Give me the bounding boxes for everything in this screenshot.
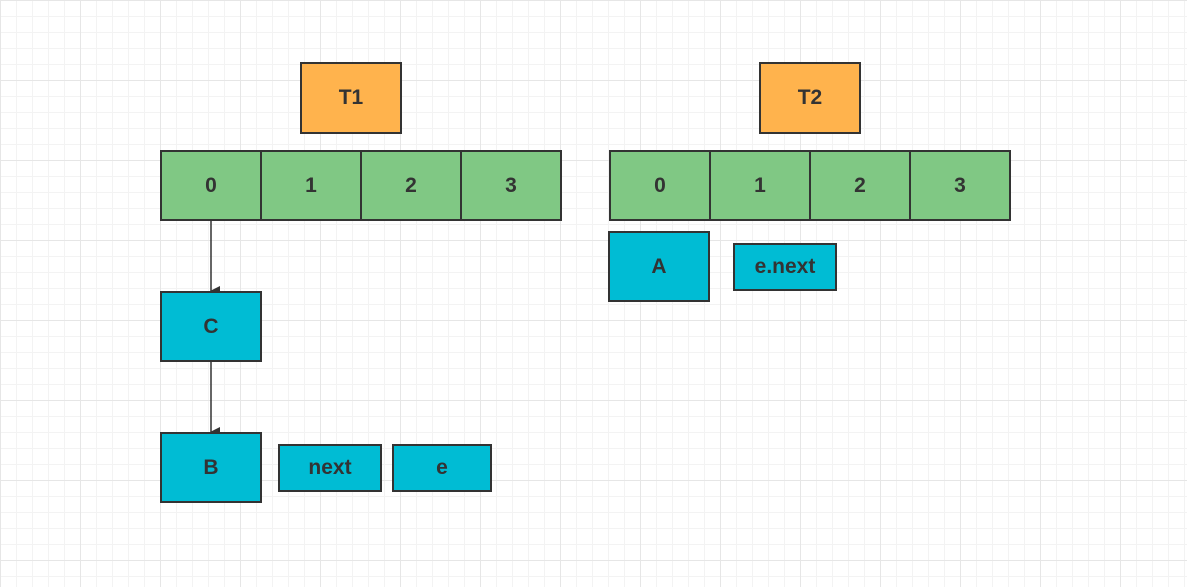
table-label-t2-text: T2 [797,86,823,109]
node-a: A [608,231,710,302]
table-label-t2: T2 [759,62,861,134]
node-c: C [160,291,262,362]
node-b-label: B [203,455,219,479]
array-t2-slot-3: 3 [909,150,1011,221]
array-t2-slot-0: 0 [609,150,711,221]
array-t2-slot-3-label: 3 [954,173,966,197]
array-t2-slot-2: 2 [809,150,911,221]
array-t2-slot-2-label: 2 [854,173,866,197]
table-label-t1-text: T1 [338,86,364,109]
array-t1: 0 1 2 3 [160,150,562,221]
array-t1-slot-3: 3 [460,150,562,221]
node-c-label: C [203,314,219,338]
pointer-next-label: next [308,456,352,479]
pointer-e-label: e [436,456,448,479]
pointer-e: e [392,444,492,492]
node-b: B [160,432,262,503]
pointer-e-next: e.next [733,243,837,291]
array-t1-slot-0-label: 0 [205,173,217,197]
node-a-label: A [651,254,667,278]
array-t2: 0 1 2 3 [609,150,1011,221]
array-t1-slot-3-label: 3 [505,173,517,197]
pointer-e-next-label: e.next [754,255,816,278]
array-t2-slot-1-label: 1 [754,173,766,197]
array-t2-slot-0-label: 0 [654,173,666,197]
array-t1-slot-1-label: 1 [305,173,317,197]
table-label-t1: T1 [300,62,402,134]
array-t1-slot-0: 0 [160,150,262,221]
pointer-next: next [278,444,382,492]
array-t1-slot-2-label: 2 [405,173,417,197]
